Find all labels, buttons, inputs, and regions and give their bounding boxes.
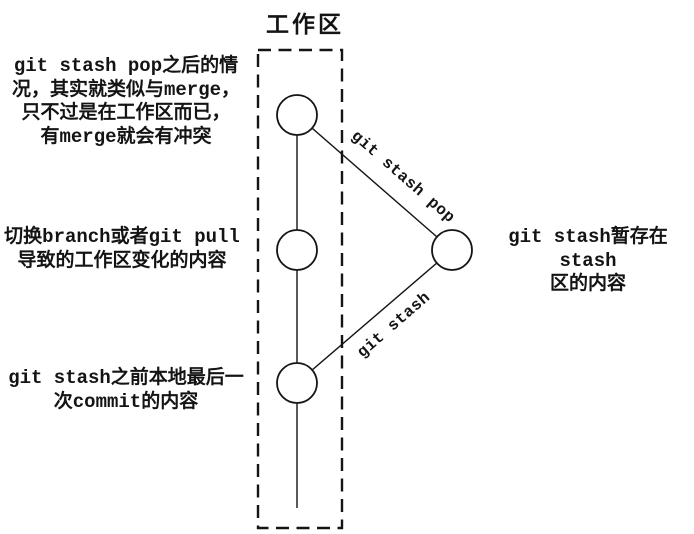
commit-node-bottom-circle [276,362,318,404]
commit-node-middle-circle [276,229,318,271]
stash-node-circle [431,229,473,271]
workspace-boundary-rect [256,48,344,530]
commit-node-top-circle [276,94,318,136]
workspace-title: 工作区 [266,13,344,39]
note-stash-pop-result: git stash pop之后的情 况，其实就类似与merge， 只不过是在工作… [11,55,240,148]
note-last-commit: git stash之前本地最后一 次commit的内容 [8,367,244,413]
stash-pop-edge-line [296,114,453,251]
note-working-changes: 切换branch或者git pull 导致的工作区变化的内容 [4,226,240,272]
stash-edge-line [296,249,453,384]
note-stash-area: git stash暂存在stash 区的内容 [508,226,668,295]
